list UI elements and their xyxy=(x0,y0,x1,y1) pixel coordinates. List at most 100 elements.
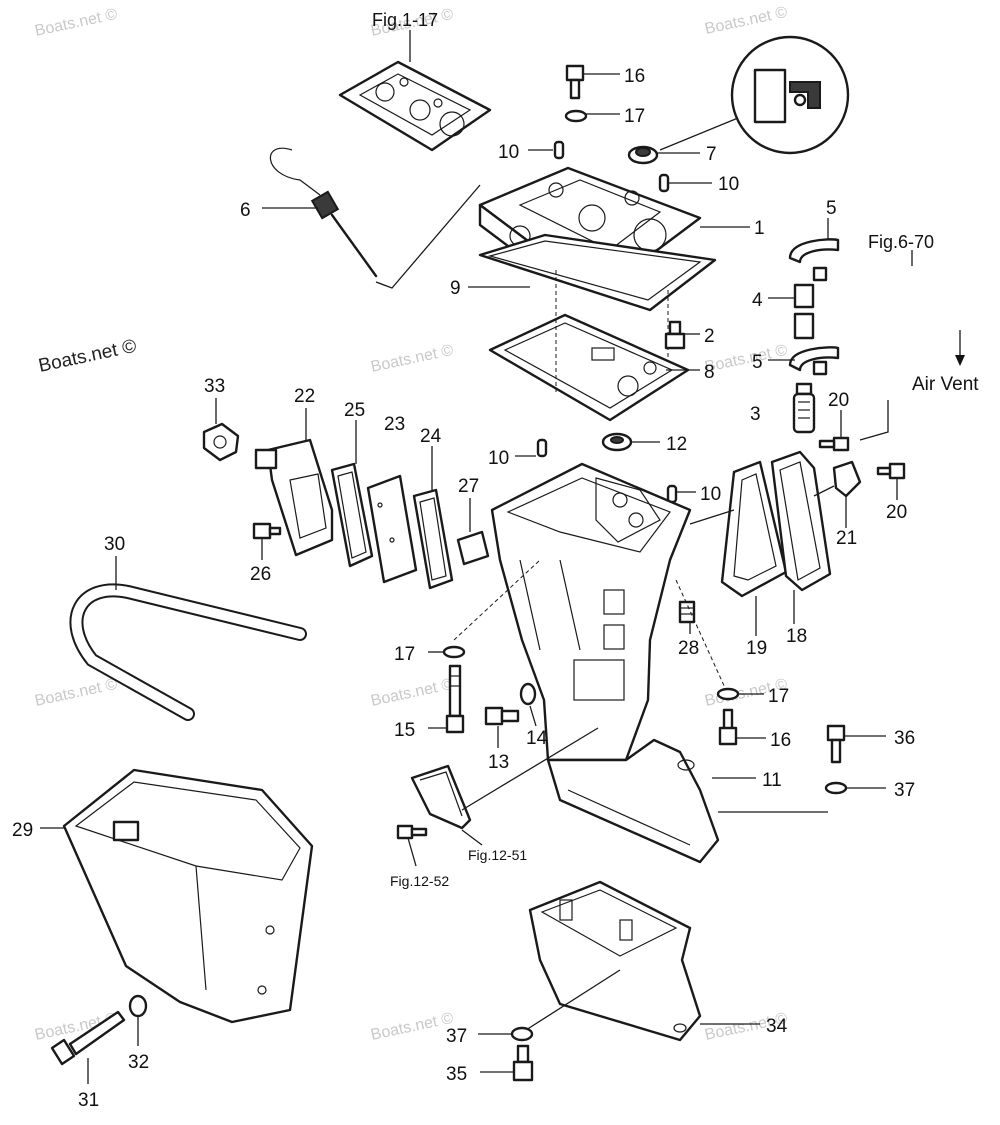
callout-7: 7 xyxy=(706,144,717,165)
callout-17: 17 xyxy=(394,644,415,665)
callout-27: 27 xyxy=(458,476,479,497)
ref-fig-1-17: Fig.1-17 xyxy=(372,10,438,30)
callout-36: 36 xyxy=(894,728,915,749)
dowel-pin-10 xyxy=(658,173,670,193)
plate-23 xyxy=(366,474,418,584)
callout-16: 16 xyxy=(624,66,645,87)
clip-21 xyxy=(832,460,862,498)
dowel-pin-10 xyxy=(553,140,565,160)
leader-line xyxy=(461,727,599,811)
callout-19: 19 xyxy=(746,638,767,659)
callout-34: 34 xyxy=(766,1016,788,1037)
leader-line xyxy=(407,837,417,867)
washer-37 xyxy=(510,1026,534,1042)
bolt-20 xyxy=(876,462,906,480)
callout-17: 17 xyxy=(624,106,645,127)
cover-gasket-9 xyxy=(478,233,717,312)
callout-5: 5 xyxy=(826,198,837,219)
watermark-text: Boats.net © xyxy=(369,676,455,710)
washer-37 xyxy=(824,781,848,795)
watermark-text: Boats.net © xyxy=(369,342,455,376)
callout-9: 9 xyxy=(450,278,461,299)
ref-fig-12-52: Fig.12-52 xyxy=(390,873,449,889)
callout-8: 8 xyxy=(704,362,715,383)
callout-5: 5 xyxy=(752,352,763,373)
bolt-16-top xyxy=(565,64,585,100)
callout-24: 24 xyxy=(420,426,442,447)
ref-fig-12-51: Fig.12-51 xyxy=(468,847,527,863)
callout-31: 31 xyxy=(78,1090,99,1111)
callout-25: 25 xyxy=(344,400,365,421)
callout-37: 37 xyxy=(446,1026,467,1047)
callout-33: 33 xyxy=(204,376,225,397)
lower-cover-29 xyxy=(62,768,314,1024)
gasket-25 xyxy=(330,462,374,568)
plug-27 xyxy=(456,530,490,566)
callout-28: 28 xyxy=(678,638,699,659)
extension-case-11 xyxy=(546,738,720,864)
callout-20: 20 xyxy=(828,390,849,411)
hose-clamp-5 xyxy=(788,238,840,264)
leader-line xyxy=(689,509,735,525)
washer-17 xyxy=(442,645,466,659)
washer-14 xyxy=(519,682,537,706)
callout-10: 10 xyxy=(718,174,739,195)
callout-18: 18 xyxy=(786,626,807,647)
leader-line xyxy=(529,705,537,727)
callout-16: 16 xyxy=(770,730,791,751)
gasket-24 xyxy=(412,488,454,590)
callout-10: 10 xyxy=(498,142,519,163)
ref-fig-6-70: Fig.6-70 xyxy=(868,232,934,252)
alignment-line xyxy=(675,579,727,691)
callout-14: 14 xyxy=(526,728,548,749)
callout-32: 32 xyxy=(128,1052,149,1073)
callout-29: 29 xyxy=(12,820,33,841)
stud-2 xyxy=(664,320,686,350)
callout-13: 13 xyxy=(488,752,509,773)
callout-26: 26 xyxy=(250,564,271,585)
leader-line xyxy=(461,829,483,846)
callout-10: 10 xyxy=(700,484,721,505)
leader-line xyxy=(375,184,481,289)
callout-35: 35 xyxy=(446,1064,467,1085)
callout-10: 10 xyxy=(488,448,509,469)
bolt-16 xyxy=(718,708,738,746)
watermark-text: Boats.net © xyxy=(369,1010,455,1044)
bottom-plate-34 xyxy=(528,880,702,1042)
watermark-text: Boats.net © xyxy=(33,676,119,710)
callout-12: 12 xyxy=(666,434,687,455)
callout-37: 37 xyxy=(894,780,915,801)
callout-15: 15 xyxy=(394,720,415,741)
callout-17: 17 xyxy=(768,686,789,707)
hose-clamp-5 xyxy=(788,346,840,372)
exhaust-cover-22 xyxy=(254,438,334,557)
watermark-text: Boats.net © xyxy=(703,342,789,376)
leader-line xyxy=(859,400,889,441)
callout-1: 1 xyxy=(754,218,765,239)
bolt-31 xyxy=(50,1010,126,1066)
watermark-text: Boats.net © xyxy=(33,6,119,40)
callout-6: 6 xyxy=(240,200,251,221)
alignment-line xyxy=(453,559,541,641)
base-gasket-8 xyxy=(488,313,690,422)
washer-32 xyxy=(128,994,148,1018)
washer-17-top xyxy=(564,109,588,123)
hose-4 xyxy=(793,283,815,340)
bolt-13 xyxy=(484,706,520,726)
filter-3 xyxy=(792,382,816,434)
long-bolt-15 xyxy=(445,664,465,734)
dowel-pin-10 xyxy=(536,438,548,458)
callout-21: 21 xyxy=(836,528,857,549)
upper-casing xyxy=(490,462,692,762)
bolt-20 xyxy=(818,436,850,452)
callout-2: 2 xyxy=(704,326,715,347)
dipstick xyxy=(269,147,378,278)
callout-30: 30 xyxy=(104,534,125,555)
dowel-pin-10 xyxy=(666,484,678,504)
callout-3: 3 xyxy=(750,404,761,425)
callout-numbers: 1 2 3 4 5 5 6 7 8 9 10 10 10 10 11 12 13… xyxy=(12,66,915,1111)
washer-17 xyxy=(716,687,740,701)
top-gasket xyxy=(338,60,492,152)
